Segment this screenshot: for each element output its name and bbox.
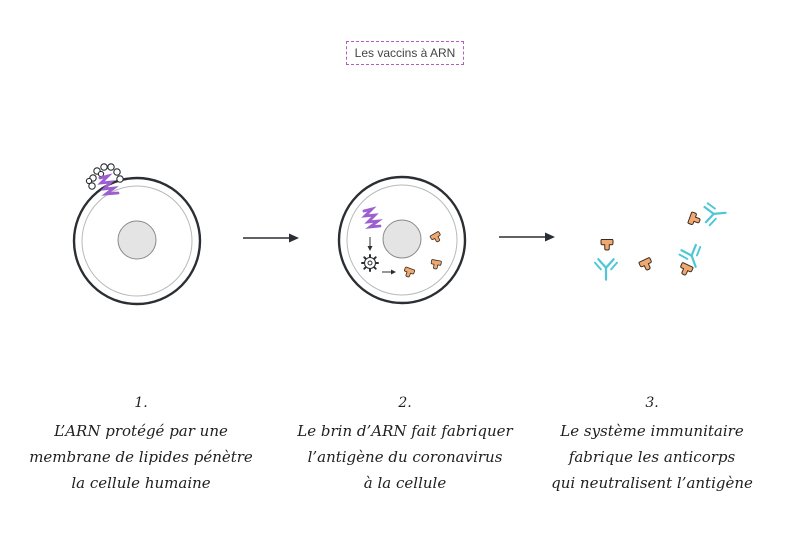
step-1-line-3: la cellule humaine bbox=[71, 474, 211, 492]
step-3-number: 3. bbox=[645, 395, 659, 411]
antigen-icon bbox=[677, 261, 694, 278]
step-1-number: 1. bbox=[134, 395, 148, 411]
cell-1 bbox=[72, 163, 202, 306]
ribosome-gear-icon bbox=[361, 254, 379, 272]
step-1-caption: 1. L’ARN protégé par une membrane de lip… bbox=[21, 394, 261, 496]
rna-strand-icon bbox=[361, 206, 383, 229]
step-2-caption: 2. Le brin d’ARN fait fabriquer l’antigè… bbox=[285, 394, 525, 496]
step-2-line-1: Le brin d’ARN fait fabriquer bbox=[297, 422, 513, 440]
lipid-membrane-icon bbox=[85, 163, 124, 190]
arrow-right-icon bbox=[243, 233, 299, 243]
diagram-title: Les vaccins à ARN bbox=[346, 41, 464, 65]
antigen-icon bbox=[687, 211, 703, 228]
cell-1-nucleus bbox=[117, 220, 157, 260]
antibody-icon bbox=[703, 200, 728, 227]
step-2-number: 2. bbox=[398, 395, 412, 411]
step-2-line-2: l’antigène du coronavirus bbox=[307, 448, 503, 466]
cell-1-inner-membrane bbox=[81, 185, 193, 297]
rna-strand-icon bbox=[97, 173, 120, 196]
cell-2 bbox=[337, 175, 467, 305]
antigen-icon bbox=[600, 239, 614, 251]
step-2-line-3: à la cellule bbox=[363, 474, 447, 492]
step-3-line-2: fabrique les anticorps bbox=[568, 448, 736, 466]
antigen-icon bbox=[638, 256, 655, 273]
step-1-line-1: L’ARN protégé par une bbox=[54, 422, 228, 440]
arrow-right-icon bbox=[499, 232, 555, 242]
arrow-right-small-icon bbox=[382, 269, 396, 275]
step-3-caption: 3. Le système immunitaire fabrique les a… bbox=[532, 394, 772, 496]
immune-response bbox=[593, 200, 728, 281]
step-3-line-3: qui neutralisent l’antigène bbox=[551, 474, 753, 492]
arrow-down-icon bbox=[367, 237, 373, 251]
cell-2-nucleus bbox=[382, 219, 422, 259]
cell-2-inner-membrane bbox=[346, 184, 458, 296]
step-3-line-1: Le système immunitaire bbox=[560, 422, 744, 440]
antibody-icon bbox=[593, 258, 619, 281]
step-1-line-2: membrane de lipides pénètre bbox=[29, 448, 253, 466]
